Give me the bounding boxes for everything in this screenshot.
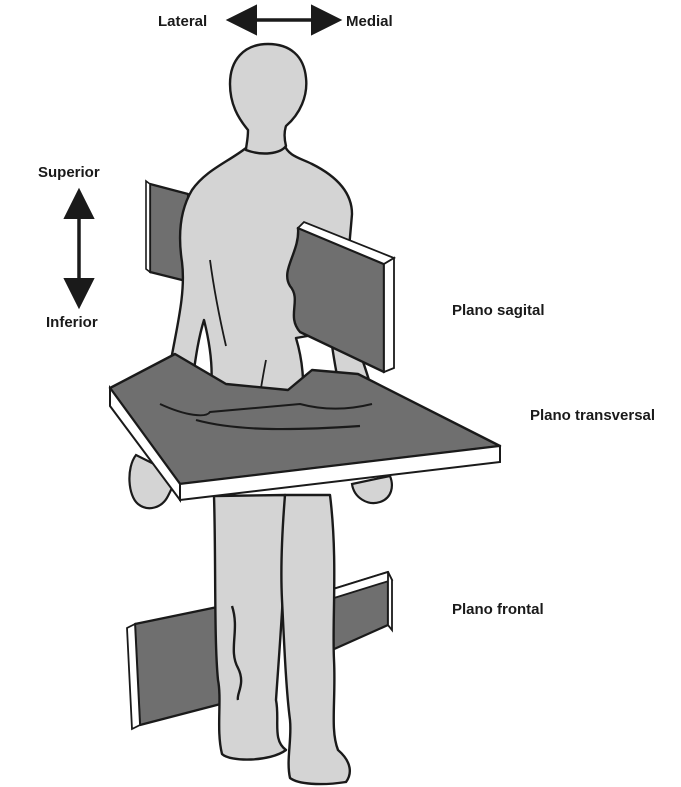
label-transverse-plane: Plano transversal [530, 407, 655, 424]
label-sagittal-plane: Plano sagital [452, 302, 545, 319]
label-frontal-plane: Plano frontal [452, 601, 544, 618]
right-hand [352, 476, 392, 503]
label-medial: Medial [346, 13, 393, 30]
upper-body [161, 44, 372, 410]
label-superior: Superior [38, 164, 100, 181]
label-lateral: Lateral [158, 13, 207, 30]
label-inferior: Inferior [46, 314, 98, 331]
sagittal-plane [287, 222, 394, 372]
legs [214, 495, 350, 784]
transverse-plane [110, 354, 500, 500]
